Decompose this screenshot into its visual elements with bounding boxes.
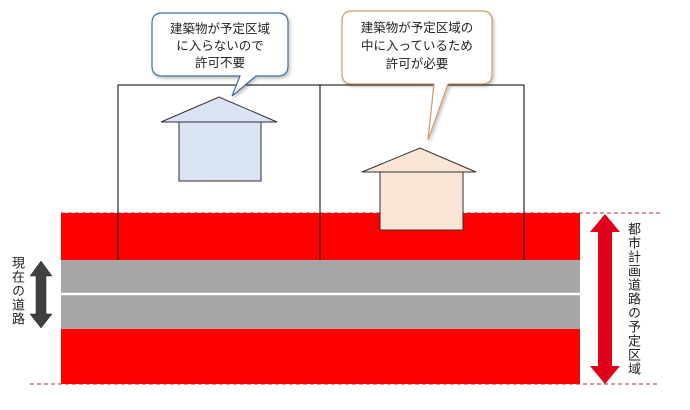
callout-left-line-1: 建築物が予定区域 (170, 21, 270, 36)
callout-right-line-2: 中に入っているため (361, 38, 473, 53)
house-inside-zone (361, 147, 477, 231)
planned-area-label: 都市計画道路の予定区域 (625, 222, 640, 376)
planned-area-double-arrow-icon (590, 214, 620, 384)
current-road-double-arrow-icon (29, 260, 53, 329)
current-road-label: 現在の道路 (9, 256, 24, 326)
callout-right-line-1: 建築物が予定区域の (361, 20, 474, 35)
house-outside-body (178, 121, 262, 182)
house-outside-roof (160, 96, 278, 123)
callout-right-line-3: 許可が必要 (386, 56, 449, 71)
callout-left (151, 12, 289, 97)
lot-left-boundary (117, 84, 321, 260)
callout-right (341, 10, 493, 141)
callout-left-line-3: 許可不要 (195, 55, 245, 70)
house-inside-body (379, 171, 464, 231)
house-inside-roof (361, 147, 477, 173)
house-outside-zone (160, 96, 278, 182)
callout-left-line-2: に入らないので (176, 38, 264, 53)
lot-right-boundary (320, 84, 525, 260)
